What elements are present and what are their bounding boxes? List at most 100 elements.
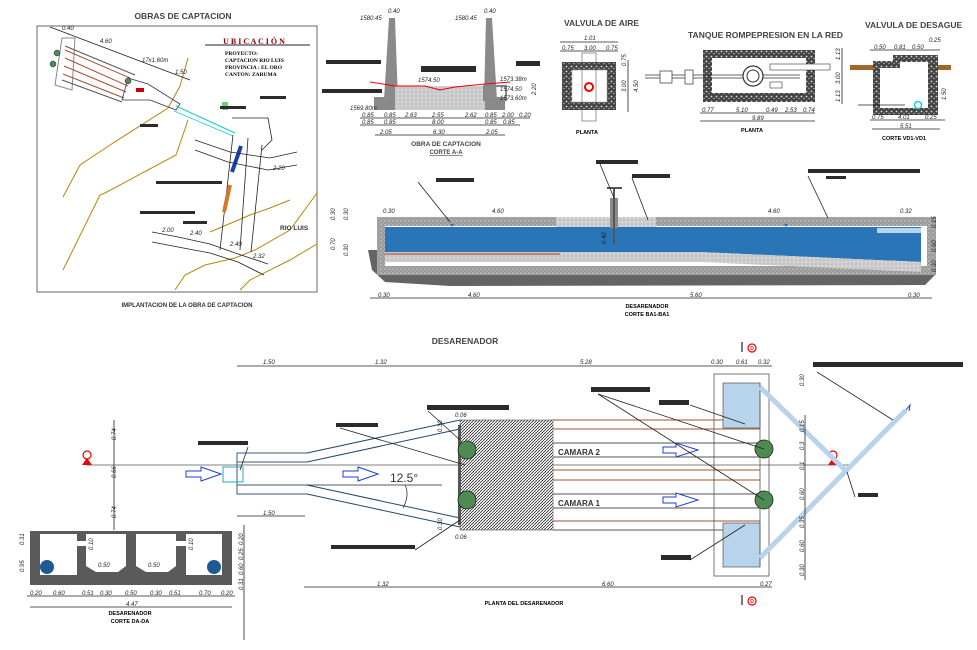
desarenador-plan: DESARENADOR 1.50 1.32 5.28 0.30 0.61 0.3… <box>82 336 963 607</box>
dim-label: 0.30 <box>344 208 350 220</box>
ubicacion-box: U B I C A C I Ó N PROYECTO: CAPTACION RI… <box>205 36 310 78</box>
dim-label: 0.75 <box>606 46 618 52</box>
dim-label: 0.30 <box>800 564 806 576</box>
desarenador-section-subtitle: CORTE BA1-BA1 <box>625 312 670 318</box>
label-bar <box>260 96 286 99</box>
right-dims: 0.30 0.15 0.3 0.1 0.60 0.35 0.60 0.30 <box>800 374 806 576</box>
level-label: 1580.45 <box>360 16 382 22</box>
dim-label: 0.50 <box>874 45 886 51</box>
pipe-icon <box>207 560 221 574</box>
ubicacion-line: PROVINCIA : EL ORO <box>225 65 283 71</box>
dim-label: 3.00 <box>622 80 628 92</box>
desarenador-cut: 0.50 0.50 0.10 0.10 0.31 0.95 0.20 0.25 … <box>20 525 245 640</box>
dim-label: 0.74 <box>112 428 118 440</box>
desarenador-section-title: DESARENADOR <box>625 304 668 310</box>
drain-valve-icon <box>913 100 923 110</box>
dim-label: 0.27 <box>760 582 772 588</box>
dim-label: 0.30 <box>150 591 162 597</box>
section-marker-label: D <box>750 599 754 605</box>
label-bar <box>591 387 650 392</box>
tanque-rompepresion: TANQUE ROMPEPRESION EN LA RED 0.77 5.10 … <box>645 30 843 134</box>
dim-label: 0.75 <box>562 46 574 52</box>
dim-label: 0.30 <box>378 293 390 299</box>
dim-label: 0.60 <box>800 540 806 552</box>
desarenador-cut-subtitle: CORTE DA-DA <box>111 619 150 625</box>
dim-label: 0.25 <box>929 38 941 44</box>
dim-label: 17x1.60m <box>142 58 168 64</box>
valvula-aire: VALVULA DE AIRE 1.01 0.75 3.00 0.75 0.75… <box>560 18 640 136</box>
dim-label: 3.00 <box>836 72 842 84</box>
dim-label: 0.70 <box>199 591 211 597</box>
valvula-desague-title: VALVULA DE DESAGUE <box>865 20 962 30</box>
dim-label: 1.13 <box>836 90 842 102</box>
captacion-section-title: OBRA DE CAPTACION <box>411 141 481 148</box>
tanque-caption: PLANTA <box>741 128 763 134</box>
label-bar <box>632 174 670 178</box>
desarenador-plan-title: DESARENADOR <box>432 336 499 346</box>
dim-label: 5.28 <box>580 360 592 366</box>
dim-label: 4.47 <box>126 602 138 608</box>
dim-label: 1.13 <box>836 48 842 60</box>
dim-label: 0.50 <box>98 563 110 569</box>
label-bar <box>336 423 378 427</box>
label-bar <box>659 400 689 405</box>
dim-label: 2.40 <box>189 231 202 237</box>
dim-label: 3.00 <box>584 46 596 52</box>
transition-zone <box>459 419 554 531</box>
level-label: 1574.50 <box>418 78 440 84</box>
valvula-aire-title: VALVULA DE AIRE <box>564 18 639 28</box>
dim-label: 0.06 <box>455 413 467 419</box>
chamber-1-label: CAMARA 1 <box>558 499 600 508</box>
dim-label: 0.40 <box>62 26 74 32</box>
dim-label: 0.85 <box>485 120 497 126</box>
dim-label: 0.51 <box>82 591 94 597</box>
label-bar <box>326 60 381 64</box>
dims-row-3: 2.05 6.30 2.05 <box>379 130 498 136</box>
dim-label: 0.30 <box>711 360 723 366</box>
dim-label: 0.31 <box>239 578 245 590</box>
section-marker-top: D <box>741 342 757 353</box>
dim-label: 0.85 <box>384 120 396 126</box>
label-bar <box>858 493 878 497</box>
valve-icon <box>124 77 132 85</box>
flow-arrow-icon <box>662 442 700 458</box>
intake-structure <box>49 26 236 137</box>
dim-label: 0.50 <box>912 45 924 51</box>
dim-label: 0.30 <box>438 518 444 530</box>
label-bar <box>421 66 476 72</box>
captacion-section: 1580.45 0.40 1580.45 0.40 1574.50 1573.3… <box>322 9 540 156</box>
section-marker-left <box>82 450 92 465</box>
dim-label: 0.31 <box>20 533 26 545</box>
dim-label: 0.75 <box>622 54 628 66</box>
dims-row-2: 0.85 0.85 8.00 0.85 0.85 <box>362 120 515 126</box>
dim-label: 0.66 <box>112 466 118 478</box>
flow-arrow-icon <box>342 466 380 482</box>
gate-valve-icon <box>457 490 477 510</box>
level-label: 1569.80m <box>350 106 377 112</box>
dim-label: 0.61 <box>736 360 748 366</box>
dim-label: 2.20 <box>532 83 538 96</box>
label-bar <box>427 405 509 410</box>
dim-label: 8.00 <box>432 120 444 126</box>
dim-label: 0.60 <box>932 240 938 252</box>
dim-label: 0.30 <box>800 374 806 386</box>
dim-label: 0.20 <box>221 591 233 597</box>
water-level-icon <box>450 224 454 227</box>
label-bar <box>198 441 248 445</box>
dim-label: 1.50 <box>942 88 948 100</box>
dim-label: 0.15 <box>932 216 938 228</box>
label-bar <box>813 362 963 367</box>
right-wall <box>484 18 497 100</box>
label-bar <box>436 178 474 182</box>
dim-label: 4.50 <box>634 80 640 92</box>
dim-label: 4.60 <box>100 39 112 45</box>
chambers: CAMARA 2 CAMARA 1 <box>553 419 760 531</box>
dim-label: 0.77 <box>702 108 714 114</box>
label-bar <box>826 176 846 179</box>
channel <box>140 96 298 276</box>
air-valve-icon <box>584 82 594 92</box>
dim-label: 0.85 <box>362 113 374 119</box>
valvula-aire-caption: PLANTA <box>576 130 598 136</box>
flow-arrow-icon <box>185 466 223 482</box>
flow-arrow-icon <box>662 492 700 508</box>
